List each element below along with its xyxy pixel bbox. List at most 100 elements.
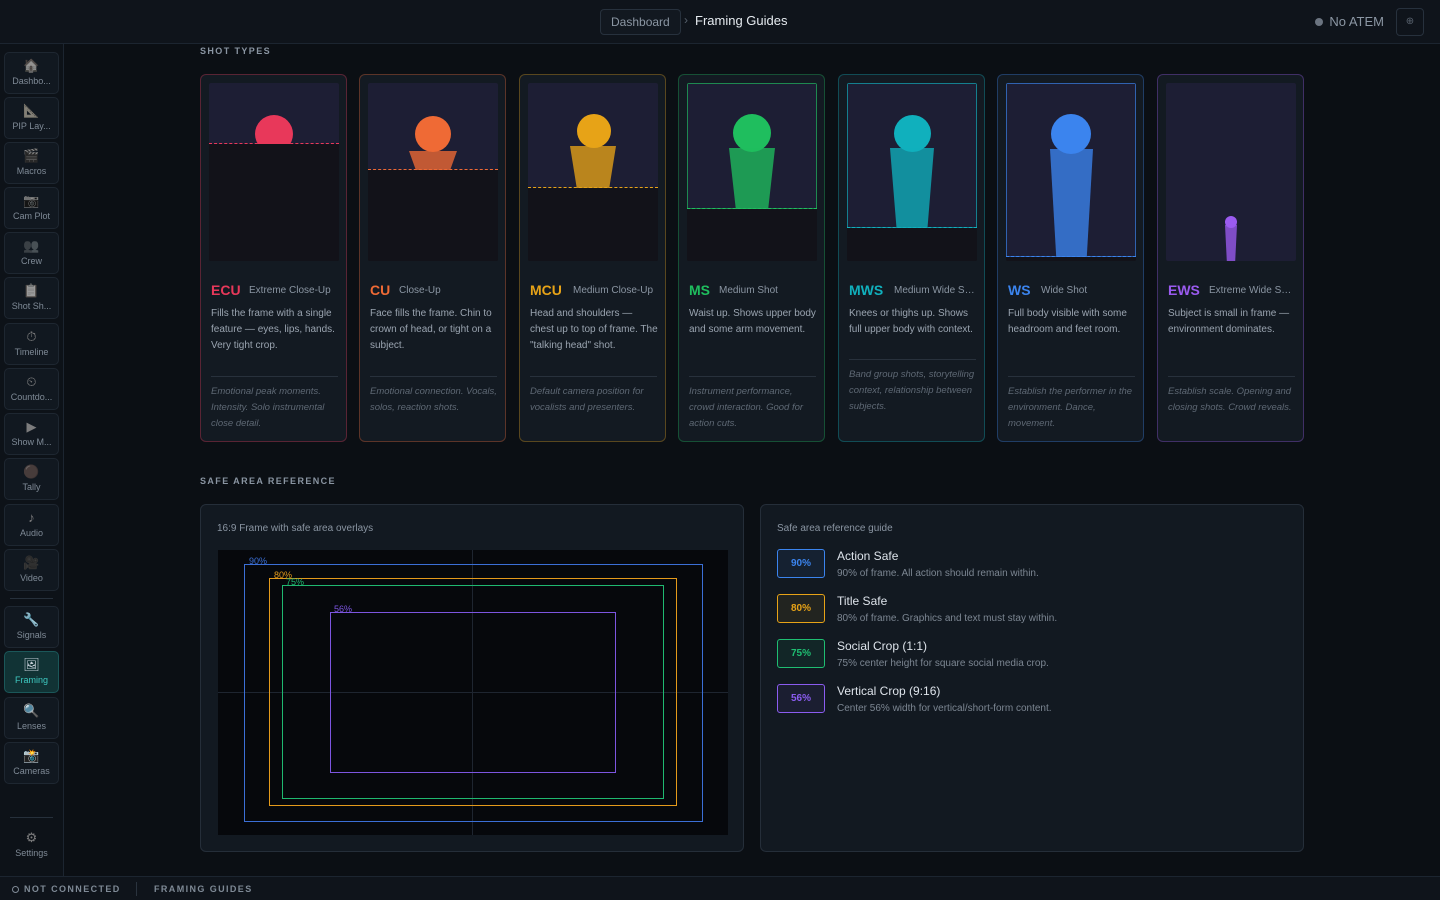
safe-area-75-outline [282, 585, 664, 799]
sidebar-item-label: Timeline [14, 347, 49, 357]
sidebar-item-show-m[interactable]: ▶ Show M... [4, 413, 59, 455]
safe-area-badge: 80% [777, 594, 825, 623]
shot-abbreviation: WS [1008, 282, 1031, 298]
safe-area-preview-title: 16:9 Frame with safe area overlays [217, 523, 374, 534]
subject-head-icon [415, 116, 451, 152]
status-divider [136, 882, 137, 896]
sidebar-item-cameras[interactable]: 📸 Cameras [4, 742, 59, 784]
sidebar-item-macros[interactable]: 🎬Macros [4, 142, 59, 184]
safe-area-badge: 75% [777, 639, 825, 668]
atem-status[interactable]: No ATEM [1315, 14, 1384, 29]
shot-name: Medium Shot [719, 285, 778, 296]
frame-cut-line [209, 143, 339, 144]
shot-description: Face fills the frame. Chin to crown of h… [370, 308, 492, 351]
card-divider [530, 376, 657, 377]
frame-cut-line [1006, 256, 1136, 257]
section-title-shot-types: SHOT TYPES [200, 46, 272, 56]
sidebar-item-label: Cameras [13, 766, 50, 776]
subject-head-icon [577, 114, 611, 148]
camera-flash-icon: 📸 [23, 748, 40, 763]
play-icon: ▶ [26, 419, 37, 434]
sidebar-item-cam-plot[interactable]: 📷Cam Plot [4, 187, 59, 229]
subject-head-icon [733, 114, 771, 152]
subject-body-icon [729, 148, 775, 210]
shot-use-case: Band group shots, storytelling context, … [849, 369, 975, 412]
card-divider [849, 359, 976, 360]
safe-area-name: Title Safe [837, 594, 888, 608]
framed-picture-icon: 🖼 [23, 657, 40, 672]
shot-abbreviation: MS [689, 282, 710, 298]
sidebar-item-tally[interactable]: 🔴Tally [4, 458, 59, 500]
shot-use-case: Establish scale. Opening and closing sho… [1168, 386, 1292, 413]
subject-body-icon [890, 148, 934, 229]
page-title: Framing Guides [695, 13, 788, 28]
breadcrumb-dashboard[interactable]: Dashboard [600, 9, 681, 35]
sidebar-item-video[interactable]: 🎥Video [4, 549, 59, 591]
shot-name: Close-Up [399, 285, 441, 296]
connect-button[interactable]: ⊕ [1396, 8, 1424, 36]
outside-frame-shade [687, 209, 817, 261]
sidebar-item-label: Show M... [11, 437, 52, 447]
sidebar-item-settings[interactable]: ⚙Settings [4, 825, 59, 867]
shot-use-case: Emotional connection. Vocals, solos, rea… [370, 386, 497, 413]
subject-head-icon [894, 115, 931, 152]
sidebar-item-label: Framing [14, 675, 48, 685]
card-divider [689, 376, 816, 377]
safe-area-90-outline [244, 564, 703, 822]
status-bar: NOT CONNECTED FRAMING GUIDES [0, 876, 1440, 900]
subject-body-icon [1050, 149, 1093, 261]
subject-body-icon [1225, 225, 1237, 261]
shot-preview [847, 83, 977, 261]
safe-area-80-outline [269, 578, 677, 806]
shot-use-case: Default camera position for vocalists an… [530, 386, 644, 413]
people-icon: 👥 [23, 238, 40, 253]
safe-area-badge: 56% [777, 684, 825, 713]
sidebar-item-framing[interactable]: 🖼 Framing [4, 651, 59, 693]
breadcrumb-separator-icon: › [684, 13, 688, 27]
shot-description: Fills the frame with a single feature — … [211, 308, 335, 351]
sidebar-item-timeline[interactable]: ⏱Timeline [4, 323, 59, 365]
shot-name: Extreme Close-Up [249, 285, 331, 296]
sidebar-item-signals[interactable]: 🔧Signals [4, 606, 59, 648]
status-page-name: FRAMING GUIDES [154, 884, 253, 894]
shot-use-case: Emotional peak moments. Intensity. Solo … [211, 386, 325, 429]
sidebar-item-shot-sh[interactable]: 📋Shot Sh... [4, 277, 59, 319]
sidebar-item-label: Crew [20, 256, 42, 266]
wrench-icon: 🔧 [23, 612, 40, 627]
sidebar-item-dashbo[interactable]: 🏠Dashbo... [4, 52, 59, 94]
shot-description: Subject is small in frame — environment … [1168, 308, 1290, 335]
safe-area-description: 75% center height for square social medi… [837, 658, 1049, 669]
card-divider [211, 376, 338, 377]
outside-frame-shade [209, 144, 339, 261]
sidebar-item-audio[interactable]: ♪Audio [4, 504, 59, 546]
shot-description: Full body visible with some headroom and… [1008, 308, 1127, 335]
sidebar-item-lenses[interactable]: 🔍Lenses [4, 697, 59, 739]
red-circle-icon: 🔴 [23, 464, 40, 479]
shot-description: Waist up. Shows upper body and some arm … [689, 308, 816, 335]
subject-body-icon [409, 151, 457, 171]
center-horizontal-line [218, 692, 728, 693]
sidebar-item-crew[interactable]: 👥 Crew [4, 232, 59, 274]
safe-area-name: Action Safe [837, 549, 899, 563]
safe-area-frame: 90%80%75%56% [218, 550, 728, 835]
sidebar-item-label: Cam Plot [12, 211, 50, 221]
shot-preview [209, 83, 339, 261]
card-divider [370, 376, 497, 377]
sidebar-item-pip-lay[interactable]: 📐PIP Lay... [4, 97, 59, 139]
frame-cut-line [847, 227, 977, 228]
clipboard-icon: 📋 [23, 283, 40, 298]
sidebar-divider [10, 817, 53, 818]
shot-abbreviation: MWS [849, 282, 884, 298]
shot-use-case: Establish the performer in the environme… [1008, 386, 1133, 429]
sidebar-item-countdo[interactable]: ⏲Countdo... [4, 368, 59, 410]
shot-preview [1166, 83, 1296, 261]
